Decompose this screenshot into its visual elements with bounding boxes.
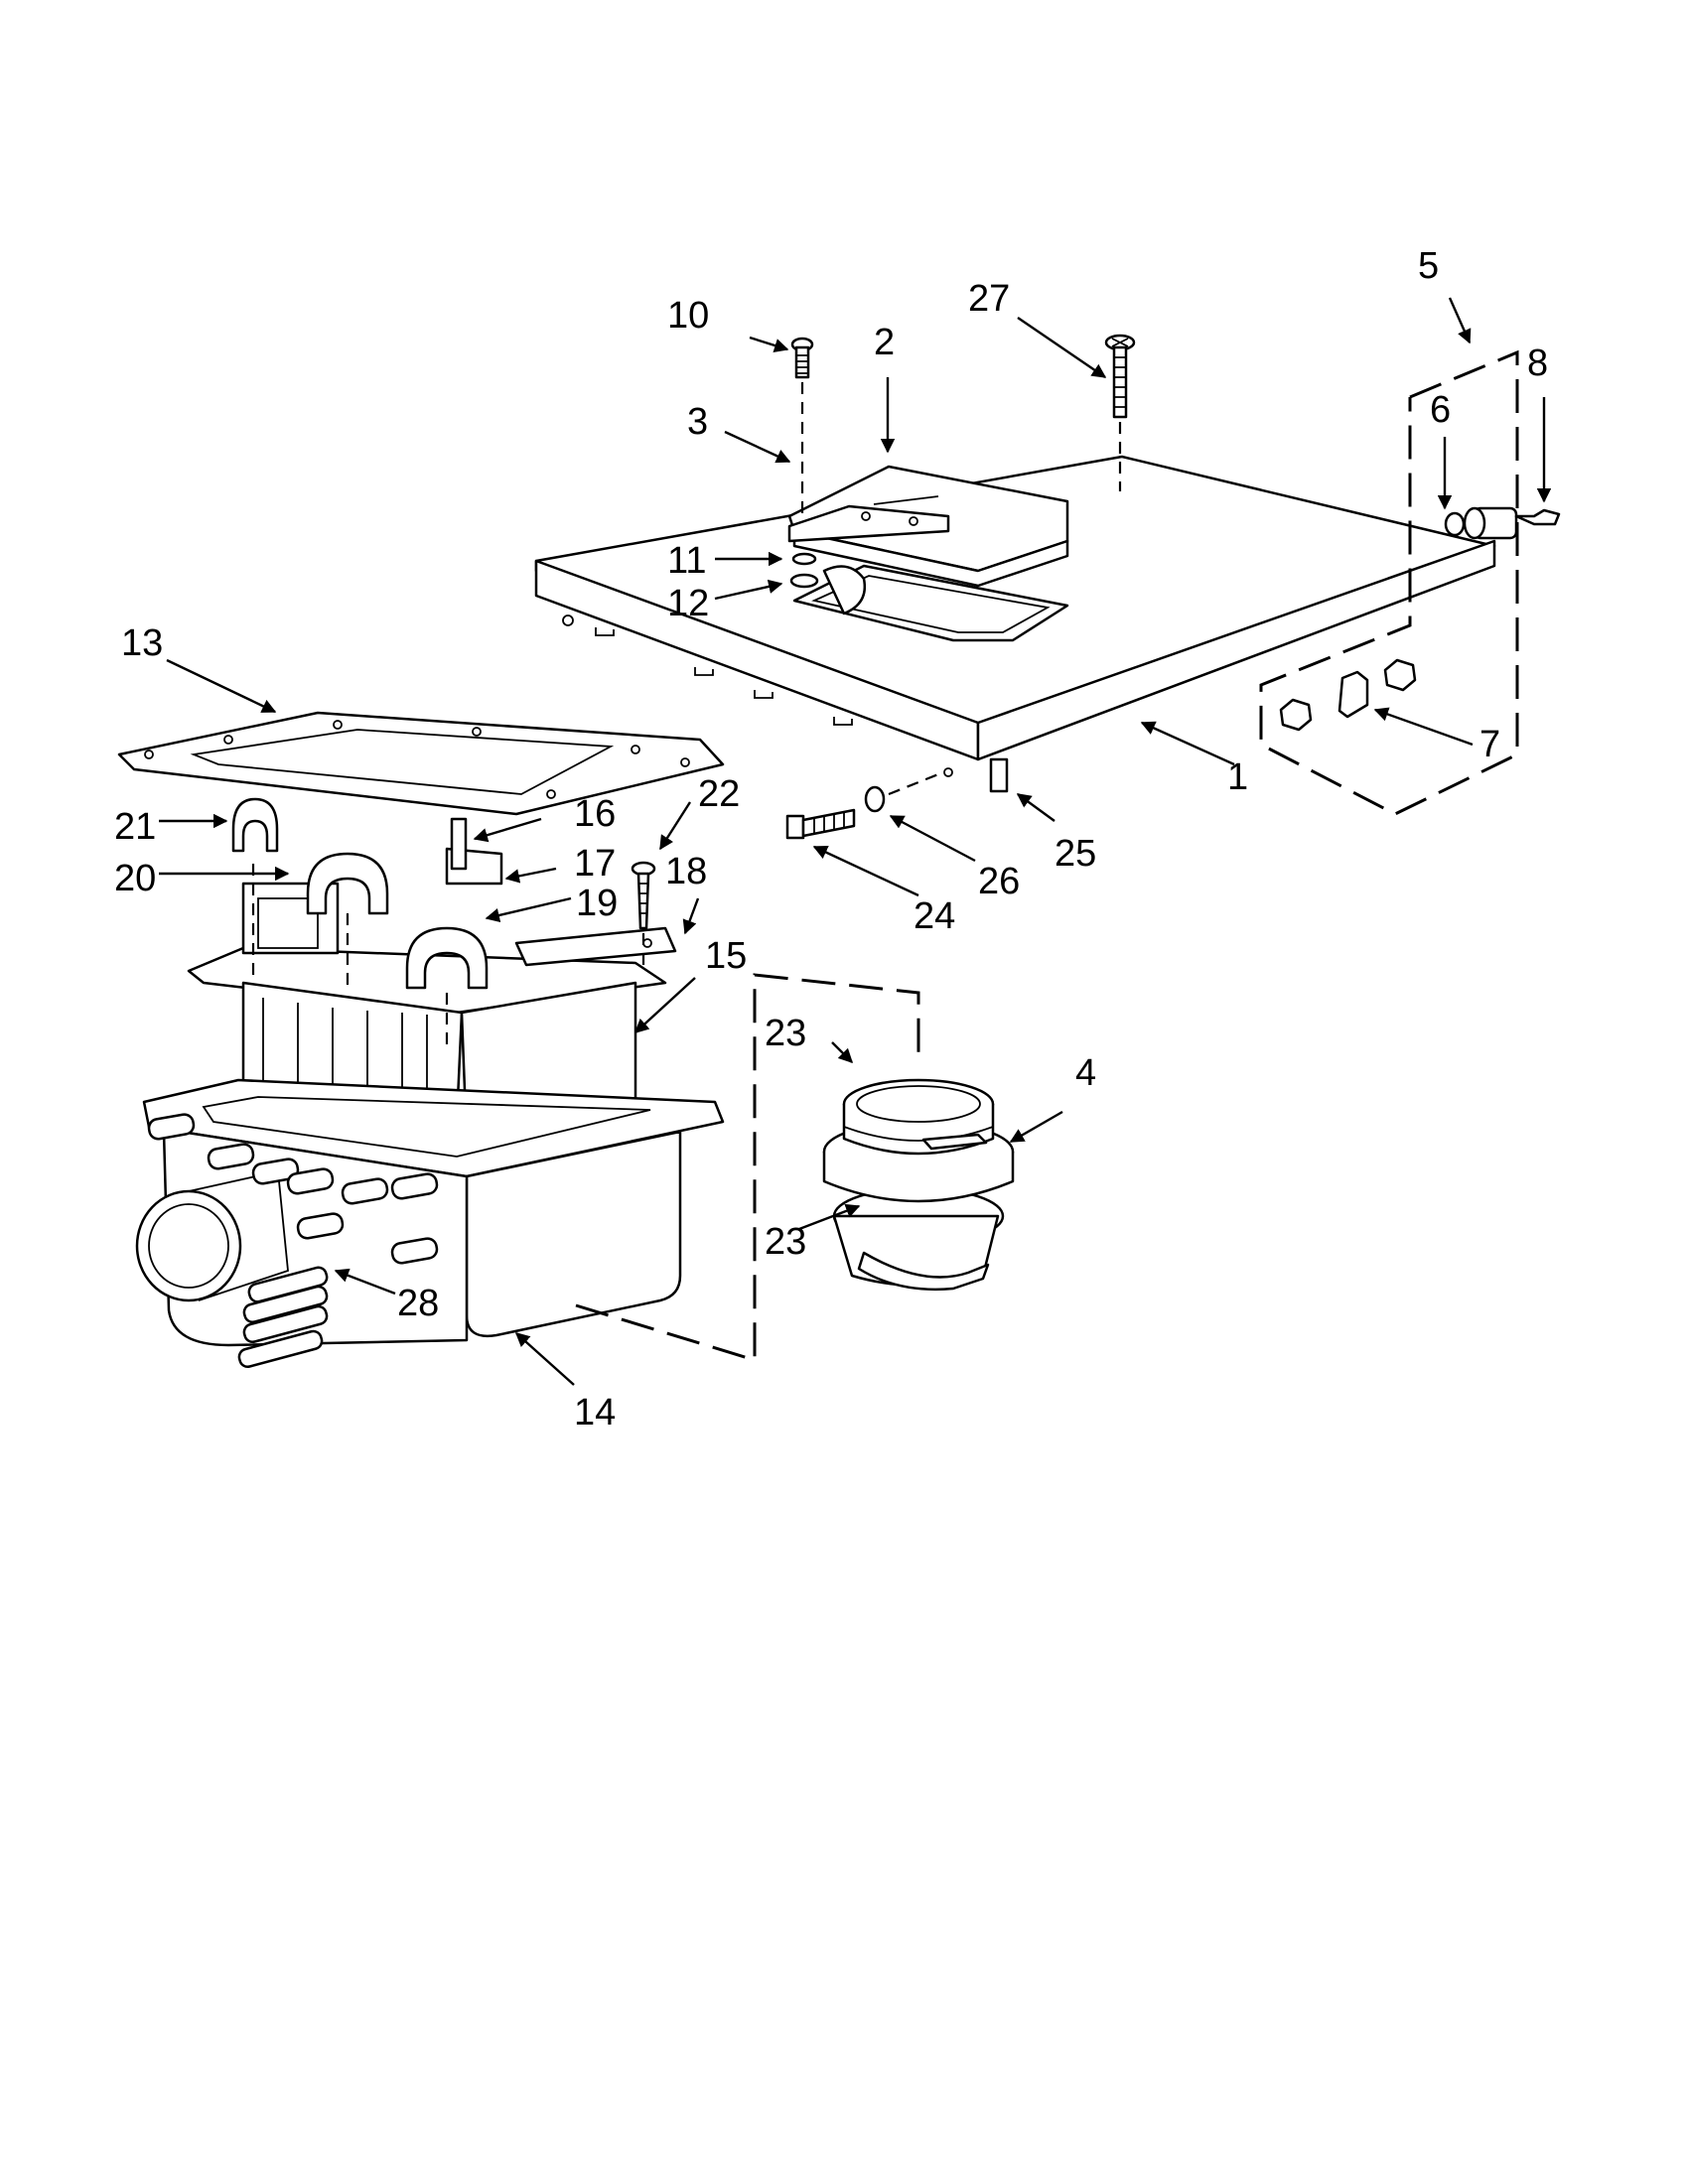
callout-12: 12	[667, 583, 709, 624]
callout-28: 28	[397, 1283, 439, 1324]
hose-connect-line	[575, 973, 920, 1363]
lever-18	[514, 926, 677, 967]
callout-2: 2	[874, 322, 895, 363]
callout-14: 14	[574, 1392, 616, 1433]
callout-3: 3	[687, 401, 708, 443]
callout-5: 5	[1418, 245, 1439, 287]
callout-19: 19	[576, 883, 618, 924]
siphon-cap-19	[405, 926, 489, 990]
callout-23a: 23	[765, 1013, 806, 1054]
panel-hinge-25	[989, 757, 1009, 793]
callout-4: 4	[1075, 1052, 1096, 1094]
spring-16	[450, 817, 468, 871]
callout-17: 17	[574, 843, 616, 885]
washer-26	[864, 785, 886, 813]
inlet-port	[135, 1189, 242, 1302]
callout-18: 18	[665, 851, 707, 892]
siphon-cap-21	[231, 797, 279, 853]
callout-21: 21	[114, 806, 156, 848]
callout-27: 27	[968, 278, 1010, 320]
callout-13: 13	[121, 622, 163, 664]
bolt-24	[785, 808, 856, 840]
gasket	[117, 711, 725, 816]
callout-22: 22	[698, 773, 740, 815]
clamp-23-top	[921, 1133, 988, 1151]
clamp-23-bottom	[857, 1251, 990, 1292]
clip-bracket	[789, 552, 867, 615]
screw-22	[631, 861, 656, 930]
callout-7: 7	[1479, 724, 1500, 765]
callout-15: 15	[705, 935, 747, 977]
callout-20: 20	[114, 858, 156, 899]
lock-cylinder	[1444, 506, 1561, 540]
callout-8: 8	[1527, 342, 1548, 384]
leader-lines	[159, 297, 1552, 1386]
callout-23b: 23	[765, 1221, 806, 1263]
callout-10: 10	[667, 295, 709, 337]
bellows-hose	[822, 1078, 1015, 1292]
screw-10	[790, 337, 814, 379]
access-cover	[787, 465, 1069, 588]
hose-fittings	[147, 1113, 439, 1369]
callout-numbers: 1 2 3 4 5 6 7 8 10 11 12 13 14 15 16 17 …	[114, 245, 1548, 1433]
callout-16: 16	[574, 793, 616, 835]
callout-6: 6	[1430, 389, 1451, 431]
callout-24: 24	[914, 895, 955, 937]
top-panel	[534, 455, 1496, 793]
screw-27	[1104, 334, 1136, 419]
callout-26: 26	[978, 861, 1020, 902]
callout-25: 25	[1055, 833, 1096, 875]
callout-11: 11	[667, 540, 706, 582]
callout-1: 1	[1227, 756, 1248, 798]
lock-assembly-box	[1259, 349, 1519, 816]
lock-nuts	[1279, 658, 1417, 732]
siphon-cap-20	[306, 852, 389, 915]
